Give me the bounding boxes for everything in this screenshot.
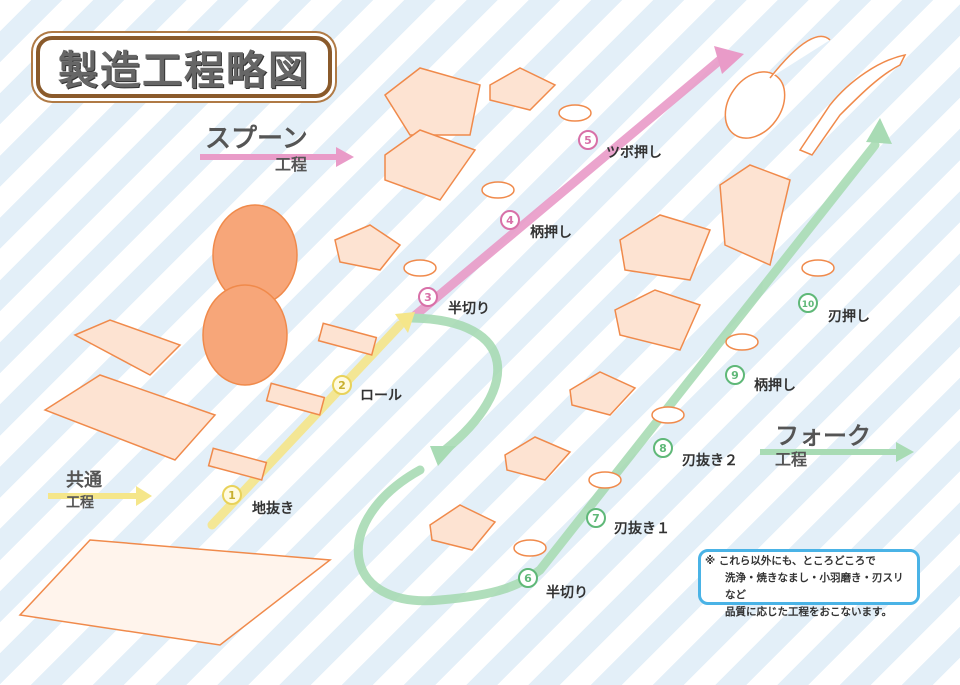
svg-text:1: 1 (228, 489, 236, 502)
fork-arrowhead-up (866, 118, 892, 144)
step-circle-8: 8 (653, 438, 673, 458)
arrowhead (336, 147, 354, 167)
bowl-die (489, 67, 557, 111)
cut-die-1 (334, 224, 402, 271)
step-circle-4: 4 (500, 210, 520, 230)
note-line-3: 品質に応じた工程をおこないます。 (725, 606, 892, 618)
common-arrowhead (395, 312, 415, 333)
step-circle-7: 7 (586, 508, 606, 528)
common-process-label: 共通 工程 (66, 470, 102, 514)
svg-text:2: 2 (338, 379, 346, 392)
step-circle-10: 10 (798, 293, 818, 313)
spoon-press-upper (384, 67, 481, 136)
label-line: フォーク (775, 422, 871, 450)
spoon-piece-6 (513, 539, 547, 557)
svg-text:7: 7 (592, 512, 600, 525)
fork-flow-line-b (353, 140, 880, 606)
sheet-blank (18, 539, 332, 646)
svg-text:3: 3 (424, 291, 432, 304)
fork-flow-line-a (407, 313, 503, 455)
fork-piece-8 (651, 406, 685, 424)
fork-die-1 (569, 371, 637, 416)
spoon-arrowhead (714, 46, 744, 74)
step-label-5: ツボ押し (606, 145, 662, 161)
blank-3 (317, 322, 378, 356)
svg-text:8: 8 (659, 442, 667, 455)
svg-text:4: 4 (506, 214, 514, 227)
roll-lower (202, 284, 288, 386)
step-circle-6: 6 (518, 568, 538, 588)
step-label-9: 柄押し (754, 378, 796, 394)
fork-arrowhead-down (430, 446, 456, 466)
blank-2 (265, 382, 326, 416)
fork-press-upper (619, 214, 712, 281)
finished-spoon-icon (724, 71, 786, 139)
die-punch (73, 319, 182, 376)
spoon-piece-3 (403, 259, 437, 277)
step-label-6: 半切り (546, 585, 588, 601)
spoon-piece-4 (481, 181, 515, 199)
blank-1 (207, 447, 268, 481)
step-label-10: 刃押し (828, 309, 870, 325)
cut-die-2 (429, 504, 497, 551)
fork-piece-10 (801, 259, 835, 277)
spoon-press-lower (384, 129, 477, 201)
svg-text:10: 10 (802, 300, 815, 310)
step-circle-5: 5 (578, 130, 598, 150)
step-label-3: 半切り (448, 301, 490, 317)
arrowhead (136, 486, 152, 506)
label-line: 工程 (775, 450, 808, 469)
spoon-flow-line (407, 55, 725, 323)
step-circle-3: 3 (418, 287, 438, 307)
step-label-8: 刃抜き２ (682, 453, 738, 469)
svg-text:9: 9 (731, 369, 739, 382)
fork-piece-7 (588, 471, 622, 489)
label-line: 工程 (275, 155, 308, 174)
step-circle-1: 1 (222, 485, 242, 505)
label-line: 共通 (66, 470, 102, 491)
note-line-2: 洗浄・焼きなまし・小羽磨き・刃スリ など (725, 572, 904, 601)
arrowhead (896, 442, 914, 462)
spoon-process-label: スプーン 工程 (205, 124, 308, 176)
step-label-1: 地抜き (252, 501, 294, 517)
step-label-2: ロール (360, 388, 402, 404)
step-label-4: 柄押し (530, 225, 572, 241)
step-circle-2: 2 (332, 375, 352, 395)
fork-press-lower (614, 289, 702, 351)
spoon-piece-5 (558, 104, 592, 122)
common-flow-line (207, 320, 405, 530)
svg-text:5: 5 (584, 134, 592, 147)
page-title: 製造工程略図 (36, 36, 332, 98)
die-block (43, 374, 217, 461)
finished-spoon-handle (769, 35, 831, 79)
fork-press-small (719, 164, 791, 267)
step-circle-9: 9 (725, 365, 745, 385)
step-label-7: 刃抜き１ (614, 521, 670, 537)
note-box: ※ これら以外にも、ところどころで 洗浄・焼きなまし・小羽磨き・刃スリ など 品… (698, 549, 920, 618)
svg-text:6: 6 (524, 572, 532, 585)
fork-die-2 (504, 436, 572, 481)
label-line: スプーン (205, 124, 308, 154)
fork-piece-9 (725, 333, 759, 351)
note-line-1: ※ これら以外にも、ところどころで (705, 555, 876, 567)
fork-process-label: フォーク 工程 (775, 422, 871, 470)
label-line: 工程 (66, 495, 94, 511)
finished-fork-icon (798, 53, 907, 156)
